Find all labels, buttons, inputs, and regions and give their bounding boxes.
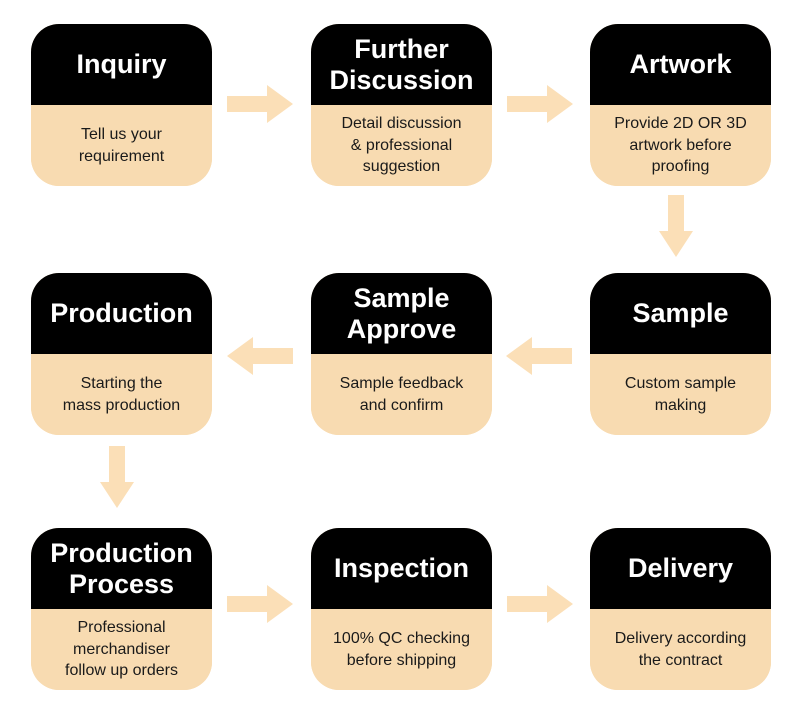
flow-step-title: Further Discussion (329, 34, 474, 95)
flow-step-title-bar: Production Process (31, 528, 212, 609)
flow-step-description: Sample feedback and confirm (339, 374, 464, 414)
flow-step-title: Inquiry (76, 49, 167, 80)
flow-step-description-area: Sample feedback and confirm (311, 354, 492, 435)
flow-step-description-area: Starting the mass production (31, 354, 212, 435)
flow-step-description: Tell us your requirement (78, 125, 165, 165)
flow-step-description: Professional merchandiser follow up orde… (65, 619, 178, 680)
arrow-right-icon (227, 585, 293, 623)
flow-step-title-bar: Further Discussion (311, 24, 492, 105)
flow-step-description-area: Tell us your requirement (31, 105, 212, 186)
arrow-left-icon (227, 337, 293, 375)
flow-step-description: Delivery according the contract (614, 629, 747, 669)
arrow-right-icon (227, 85, 293, 123)
flow-step-title: Production Process (50, 538, 193, 599)
flow-step-artwork: Artwork Provide 2D OR 3D artwork before … (590, 24, 771, 186)
flow-step-inspection: Inspection 100% QC checking before shipp… (311, 528, 492, 690)
flow-step-description-area: Detail discussion & professional suggest… (311, 105, 492, 186)
flow-step-title-bar: Inquiry (31, 24, 212, 105)
arrow-right-icon (507, 585, 573, 623)
flow-step-description: Custom sample making (624, 374, 737, 414)
arrow-right-icon (507, 85, 573, 123)
flow-step-title-bar: Artwork (590, 24, 771, 105)
flow-step-description-area: Provide 2D OR 3D artwork before proofing (590, 105, 771, 186)
flow-step-production-process: Production Process Professional merchand… (31, 528, 212, 690)
flow-step-title: Artwork (629, 49, 732, 80)
flow-step-sample-approve: Sample Approve Sample feedback and confi… (311, 273, 492, 435)
flow-step-title: Inspection (333, 553, 469, 584)
arrow-down-icon (100, 446, 134, 508)
flow-step-description: Starting the mass production (62, 374, 181, 414)
flow-step-title: Sample Approve (346, 283, 457, 344)
flow-step-sample: Sample Custom sample making (590, 273, 771, 435)
flow-step-production: Production Starting the mass production (31, 273, 212, 435)
flow-step-further-discussion: Further Discussion Detail discussion & p… (311, 24, 492, 186)
flow-step-title-bar: Delivery (590, 528, 771, 609)
flow-step-title-bar: Production (31, 273, 212, 354)
flow-step-description-area: 100% QC checking before shipping (311, 609, 492, 690)
flow-step-delivery: Delivery Delivery according the contract (590, 528, 771, 690)
flow-step-title-bar: Inspection (311, 528, 492, 609)
flow-step-title-bar: Sample Approve (311, 273, 492, 354)
flow-step-title: Production (50, 298, 193, 329)
arrow-left-icon (506, 337, 572, 375)
flow-step-description: Provide 2D OR 3D artwork before proofing (614, 115, 747, 176)
flow-step-title-bar: Sample (590, 273, 771, 354)
flow-step-description-area: Delivery according the contract (590, 609, 771, 690)
flow-step-inquiry: Inquiry Tell us your requirement (31, 24, 212, 186)
flow-step-description: 100% QC checking before shipping (333, 629, 470, 669)
flow-step-description-area: Professional merchandiser follow up orde… (31, 609, 212, 690)
flow-step-description: Detail discussion & professional suggest… (341, 115, 462, 176)
flow-step-description-area: Custom sample making (590, 354, 771, 435)
flow-step-title: Sample (632, 298, 729, 329)
flow-step-title: Delivery (627, 553, 734, 584)
arrow-down-icon (659, 195, 693, 257)
